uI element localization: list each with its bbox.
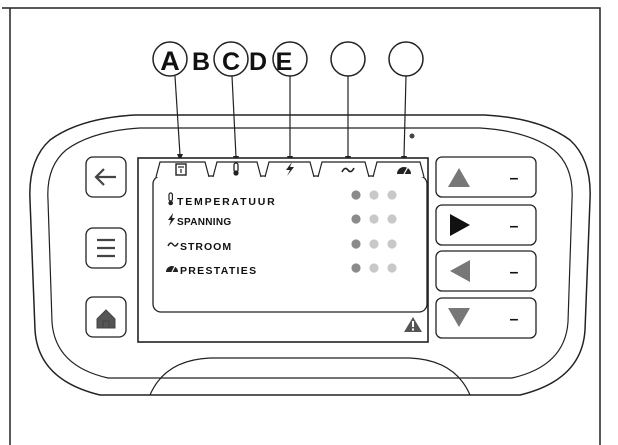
right-button-label: –	[510, 218, 519, 235]
readout-list: TEMPERATUUR SPANNING STROOM	[166, 190, 397, 277]
indicator-led	[409, 133, 415, 139]
lightning-icon	[286, 162, 294, 176]
triangle-down-icon	[448, 308, 470, 327]
triangle-right-icon	[450, 214, 470, 236]
tab-bar	[155, 161, 425, 178]
arrow-left-icon	[94, 168, 116, 186]
thermometer-icon	[233, 162, 239, 176]
device-stand	[149, 357, 471, 396]
tab-performance[interactable]	[372, 161, 425, 178]
down-button-label: –	[510, 311, 519, 328]
row-voltage: SPANNING	[168, 213, 397, 228]
level-dot	[351, 214, 361, 224]
thermometer-icon	[168, 192, 174, 206]
leader-line-2	[231, 75, 237, 158]
row-temperature: TEMPERATUUR	[168, 190, 397, 208]
clipboard-icon	[175, 163, 187, 176]
level-dot	[351, 190, 361, 200]
row-label-voltage: SPANNING	[177, 217, 231, 228]
callout-a-label: A	[160, 46, 180, 76]
tab-temperature[interactable]	[212, 161, 262, 178]
row-performance: PRESTATIES	[166, 263, 397, 277]
callout-circle-4	[330, 41, 366, 77]
row-label-performance: PRESTATIES	[180, 265, 257, 277]
tab-overview[interactable]	[155, 161, 210, 178]
level-dot	[387, 239, 397, 249]
left-button-column	[85, 156, 127, 338]
level-dot	[387, 214, 397, 224]
tilde-icon	[341, 167, 355, 173]
left-button[interactable]	[435, 250, 537, 292]
leader-line-1	[174, 75, 181, 156]
callout-group: A B C D E	[152, 41, 424, 163]
left-button-label: –	[510, 264, 519, 281]
figure-frame	[2, 7, 601, 445]
gauge-icon	[397, 166, 411, 175]
callout-d-label: D	[249, 48, 267, 76]
down-button[interactable]	[435, 297, 537, 339]
level-dot	[351, 239, 361, 249]
level-dot	[369, 190, 379, 200]
up-button[interactable]	[435, 156, 537, 198]
row-current: STROOM	[167, 239, 397, 253]
level-dot	[387, 263, 397, 273]
callout-circle-5	[388, 41, 424, 77]
row-label-temperature: TEMPERATUUR	[177, 196, 277, 208]
callout-e-label: E	[276, 48, 293, 76]
callout-circle-2	[213, 41, 249, 77]
level-dot	[369, 239, 379, 249]
warning-triangle-icon	[404, 317, 422, 332]
display-screen: TEMPERATUUR SPANNING STROOM	[137, 157, 429, 343]
up-button-label: –	[510, 170, 519, 187]
triangle-up-icon	[448, 168, 470, 187]
triangle-left-icon	[450, 260, 470, 282]
callout-b-label: B	[192, 48, 210, 76]
gauge-icon	[166, 265, 178, 273]
callout-circle-1	[152, 41, 188, 77]
leader-line-5	[403, 75, 407, 158]
level-dot	[369, 263, 379, 273]
device-housing-outer	[29, 114, 591, 396]
level-dot	[387, 190, 397, 200]
lightning-icon	[168, 213, 175, 226]
menu-icon	[97, 238, 115, 258]
row-label-current: STROOM	[180, 241, 232, 253]
level-dot	[351, 263, 361, 273]
right-button[interactable]	[435, 204, 537, 246]
right-button-column: – – – –	[435, 156, 537, 339]
level-dot	[369, 214, 379, 224]
home-icon	[96, 309, 116, 329]
tilde-icon	[167, 242, 179, 247]
callout-c-label: C	[222, 48, 240, 76]
device-housing-inner	[47, 127, 573, 379]
